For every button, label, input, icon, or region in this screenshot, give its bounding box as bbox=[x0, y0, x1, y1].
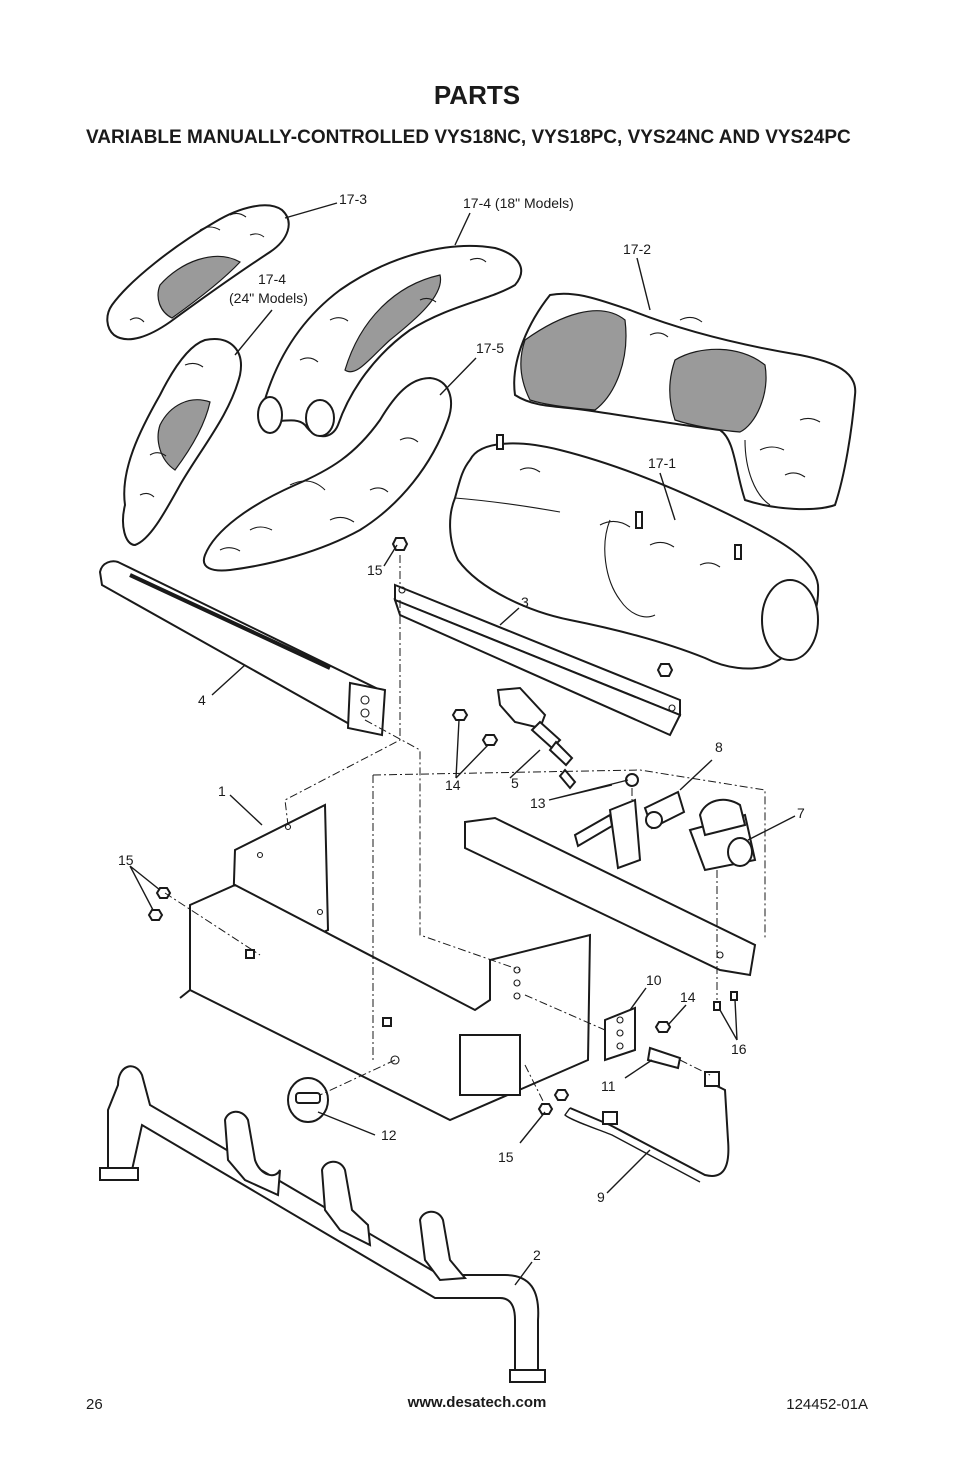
log-17-2 bbox=[513, 292, 857, 511]
page-subtitle: VARIABLE MANUALLY-CONTROLLED VYS18NC, VY… bbox=[86, 127, 851, 148]
callout-16: 16 bbox=[731, 1041, 747, 1057]
callout-12: 12 bbox=[381, 1127, 397, 1143]
callout-17-4-24-line2: (24" Models) bbox=[229, 290, 308, 306]
callout-5: 5 bbox=[511, 775, 519, 791]
regulator bbox=[688, 798, 757, 872]
screw-16-b bbox=[730, 991, 738, 1001]
callout-14-left: 14 bbox=[445, 777, 461, 793]
log-grate bbox=[99, 1065, 546, 1383]
burner-bracket bbox=[393, 583, 682, 737]
control-knob bbox=[287, 1077, 329, 1123]
screw-14-b bbox=[481, 734, 499, 746]
nut-15-left-b bbox=[147, 909, 164, 921]
callout-15-top: 15 bbox=[367, 562, 383, 578]
log-17-1 bbox=[449, 434, 820, 670]
page-title: PARTS bbox=[433, 80, 521, 110]
callout-15-bottom: 15 bbox=[498, 1149, 514, 1165]
screw-16-a bbox=[713, 1001, 721, 1011]
nut-15-bottom-b bbox=[553, 1089, 570, 1101]
callout-14-right: 14 bbox=[680, 989, 696, 1005]
base-housing bbox=[179, 803, 592, 1122]
website-link[interactable]: www.desatech.com bbox=[407, 1394, 547, 1411]
nut-14-right bbox=[654, 1021, 672, 1033]
log-17-4-18 bbox=[257, 244, 522, 438]
assembly-lines bbox=[164, 555, 766, 1106]
callout-10: 10 bbox=[646, 972, 662, 988]
callout-3: 3 bbox=[521, 594, 529, 610]
control-valve bbox=[573, 773, 686, 870]
callout-4: 4 bbox=[198, 692, 206, 708]
callout-17-1: 17-1 bbox=[648, 455, 676, 471]
nut-15-bottom-a bbox=[537, 1103, 554, 1115]
pilot-assembly bbox=[496, 686, 577, 790]
burner-tube bbox=[98, 560, 387, 737]
callout-17-4-18: 17-4 (18" Models) bbox=[463, 195, 574, 211]
log-17-4-24 bbox=[122, 338, 242, 547]
callout-17-4-24-line1: 17-4 bbox=[258, 271, 286, 287]
callout-2: 2 bbox=[533, 1247, 541, 1263]
leader-lines bbox=[129, 202, 796, 1286]
fitting-11 bbox=[646, 1046, 682, 1070]
page-number: 26 bbox=[86, 1396, 103, 1413]
nut-15-left-a bbox=[155, 887, 172, 899]
callout-1: 1 bbox=[218, 783, 226, 799]
document-number: 124452-01A bbox=[786, 1396, 868, 1413]
log-17-3 bbox=[106, 204, 290, 341]
screw-14-a bbox=[451, 709, 469, 721]
log-17-5 bbox=[202, 376, 452, 572]
callout-17-3: 17-3 bbox=[339, 191, 367, 207]
callout-15-left: 15 bbox=[118, 852, 134, 868]
callout-9: 9 bbox=[597, 1189, 605, 1205]
callout-8: 8 bbox=[715, 739, 723, 755]
callout-11: 11 bbox=[601, 1078, 616, 1094]
callout-17-2: 17-2 bbox=[623, 241, 651, 257]
callout-13: 13 bbox=[530, 795, 546, 811]
callout-17-5: 17-5 bbox=[476, 340, 504, 356]
nut-bracket-right bbox=[656, 663, 674, 677]
gas-tube bbox=[564, 1071, 730, 1183]
callout-7: 7 bbox=[797, 805, 805, 821]
mounting-plate bbox=[604, 1006, 636, 1062]
